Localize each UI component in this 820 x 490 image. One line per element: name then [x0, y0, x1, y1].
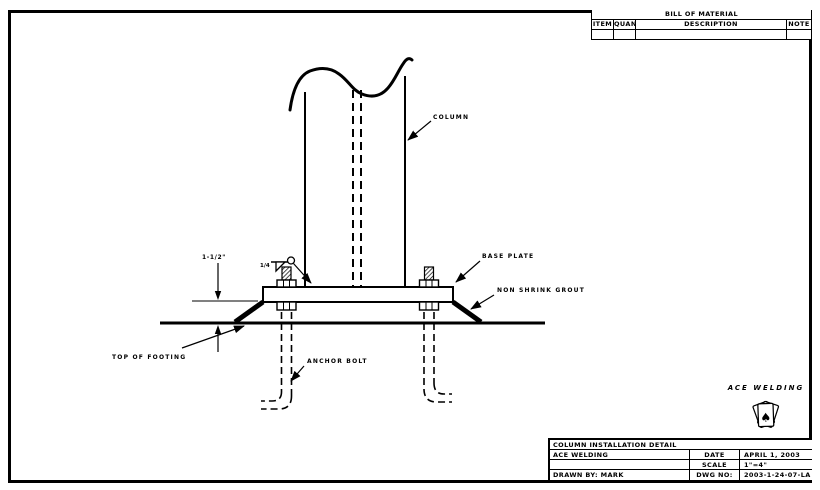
empty-cell: [550, 460, 690, 469]
bom-title: BILL OF MATERIAL: [592, 10, 811, 20]
company-name: ACE WELDING: [550, 450, 690, 459]
bom-cell: [787, 30, 811, 39]
scale-label: SCALE: [690, 460, 740, 469]
bill-of-material-table: BILL OF MATERIAL ITEM QUAN DESCRIPTION N…: [591, 10, 812, 40]
dwg-no-label: DWG NO:: [690, 470, 740, 480]
svg-text:♠: ♠: [760, 410, 772, 424]
bom-cell: [614, 30, 636, 39]
bom-col-description: DESCRIPTION: [636, 20, 787, 29]
callout-top-of-footing: TOP OF FOOTING: [112, 325, 245, 361]
weld-size-text: 1/4: [260, 263, 270, 269]
anchor-bolt-left: [261, 266, 297, 410]
weld-symbol: 1/4: [260, 256, 312, 284]
anchor-bolt-label: ANCHOR BOLT: [307, 358, 368, 365]
bom-cell: [592, 30, 614, 39]
callout-anchor-bolt: ANCHOR BOLT: [290, 358, 368, 382]
base-plate-shape: [262, 286, 454, 303]
playing-cards-icon: ♦ ♥ ♠: [716, 394, 816, 440]
column-label: COLUMN: [433, 114, 469, 121]
drawn-by: DRAWN BY: MARK: [550, 470, 690, 480]
title-block: COLUMN INSTALLATION DETAIL ACE WELDING D…: [548, 438, 812, 480]
title-block-row-title: COLUMN INSTALLATION DETAIL: [550, 440, 812, 450]
callout-base-plate: BASE PLATE: [455, 253, 534, 283]
top-of-footing-label: TOP OF FOOTING: [112, 354, 186, 361]
grout-shape: [233, 299, 483, 325]
bom-col-item: ITEM: [592, 20, 614, 29]
column-break-line: [288, 57, 414, 112]
grout-thickness-dim-text: 1-1/2": [202, 254, 226, 261]
title-block-row-dwg: DRAWN BY: MARK DWG NO: 2003-1-24-07-LA: [550, 470, 812, 480]
anchor-bolt-right: [418, 266, 452, 403]
date-label: DATE: [690, 450, 740, 459]
non-shrink-grout-label: NON SHRINK GROUT: [497, 287, 585, 294]
bom-col-note: NOTE: [788, 20, 810, 28]
bom-cell: [636, 30, 787, 39]
drawing-title: COLUMN INSTALLATION DETAIL: [553, 441, 677, 449]
bom-empty-row: [592, 30, 811, 39]
callout-grout: NON SHRINK GROUT: [470, 287, 585, 310]
base-plate-label: BASE PLATE: [482, 253, 534, 260]
column-shaft: [304, 76, 406, 287]
grout-thickness-dimension: 1-1/2": [192, 254, 258, 352]
logo-text: ACE WELDING: [727, 384, 805, 392]
drawing-sheet-border: [8, 10, 812, 483]
date-value: APRIL 1, 2003: [744, 451, 801, 459]
bom-header-row: ITEM QUAN DESCRIPTION NOTE: [592, 20, 811, 30]
title-block-row-date: ACE WELDING DATE APRIL 1, 2003: [550, 450, 812, 460]
callout-column: COLUMN: [407, 114, 469, 141]
ace-welding-logo: ACE WELDING ♦ ♥ ♠: [716, 384, 816, 440]
dwg-no-value: 2003-1-24-07-LA: [744, 471, 811, 479]
bom-col-quan: QUAN: [614, 20, 636, 29]
scale-value: 1"=4": [744, 461, 768, 469]
title-block-row-scale: SCALE 1"=4": [550, 460, 812, 470]
